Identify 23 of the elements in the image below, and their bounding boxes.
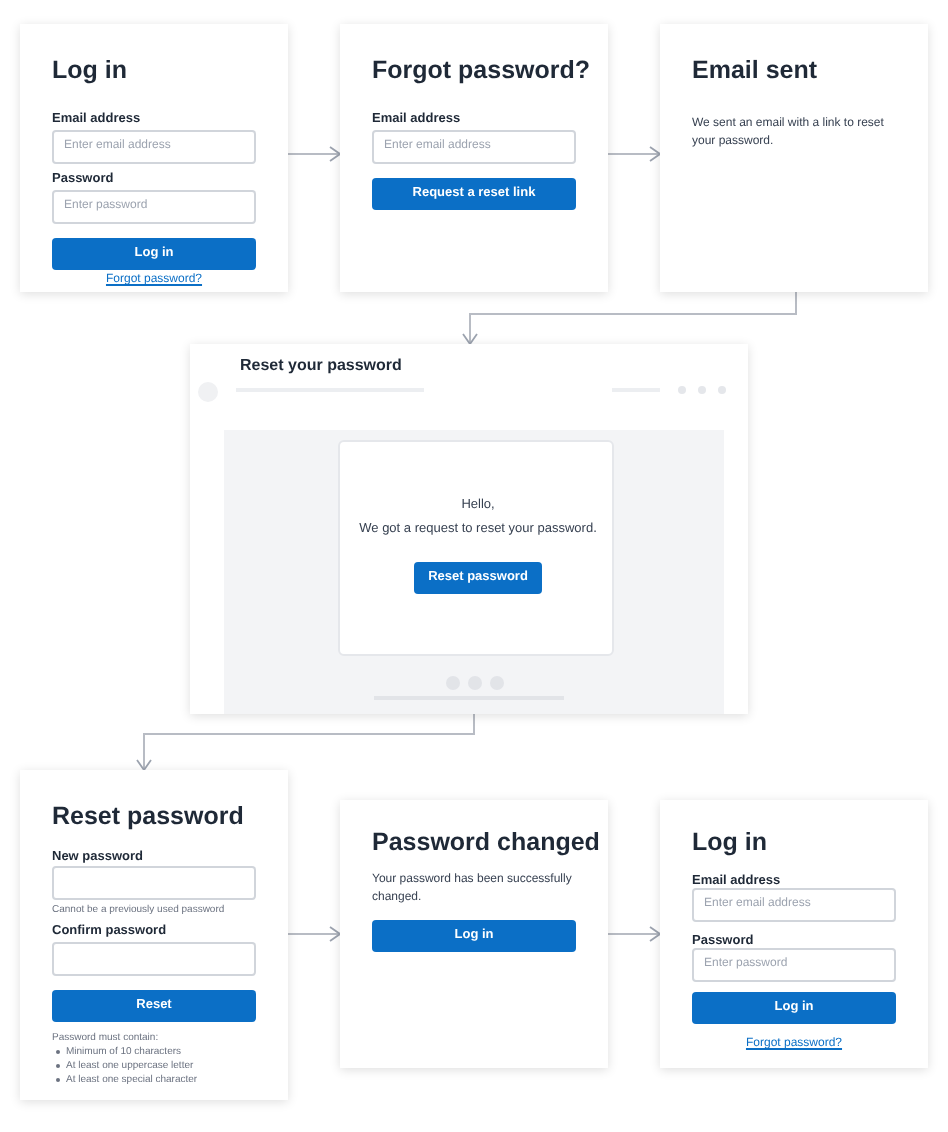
screen-title: Reset password — [52, 802, 246, 834]
screen-card — [340, 24, 608, 292]
screen-title: Log in — [692, 828, 769, 860]
input-field — [52, 942, 256, 976]
screen-card — [340, 800, 608, 1068]
screen-card — [660, 24, 928, 292]
flow-arrow — [287, 146, 341, 162]
screen-card — [20, 770, 288, 1100]
input-field — [52, 866, 256, 900]
flow-arrow — [462, 291, 797, 345]
flow-arrow — [607, 146, 661, 162]
email-subject: Reset your password — [240, 356, 404, 376]
flow-arrow — [287, 926, 341, 942]
screen-card — [660, 800, 928, 1068]
email-window — [190, 344, 748, 714]
flow-arrow — [136, 713, 475, 771]
screen-title: Email sent — [692, 56, 820, 88]
screen-title: Log in — [52, 56, 129, 88]
screen-title: Forgot password? — [372, 56, 593, 88]
screen-card — [20, 24, 288, 292]
flow-arrow — [607, 926, 661, 942]
screen-title: Password changed — [372, 828, 600, 860]
email-card — [338, 440, 614, 656]
